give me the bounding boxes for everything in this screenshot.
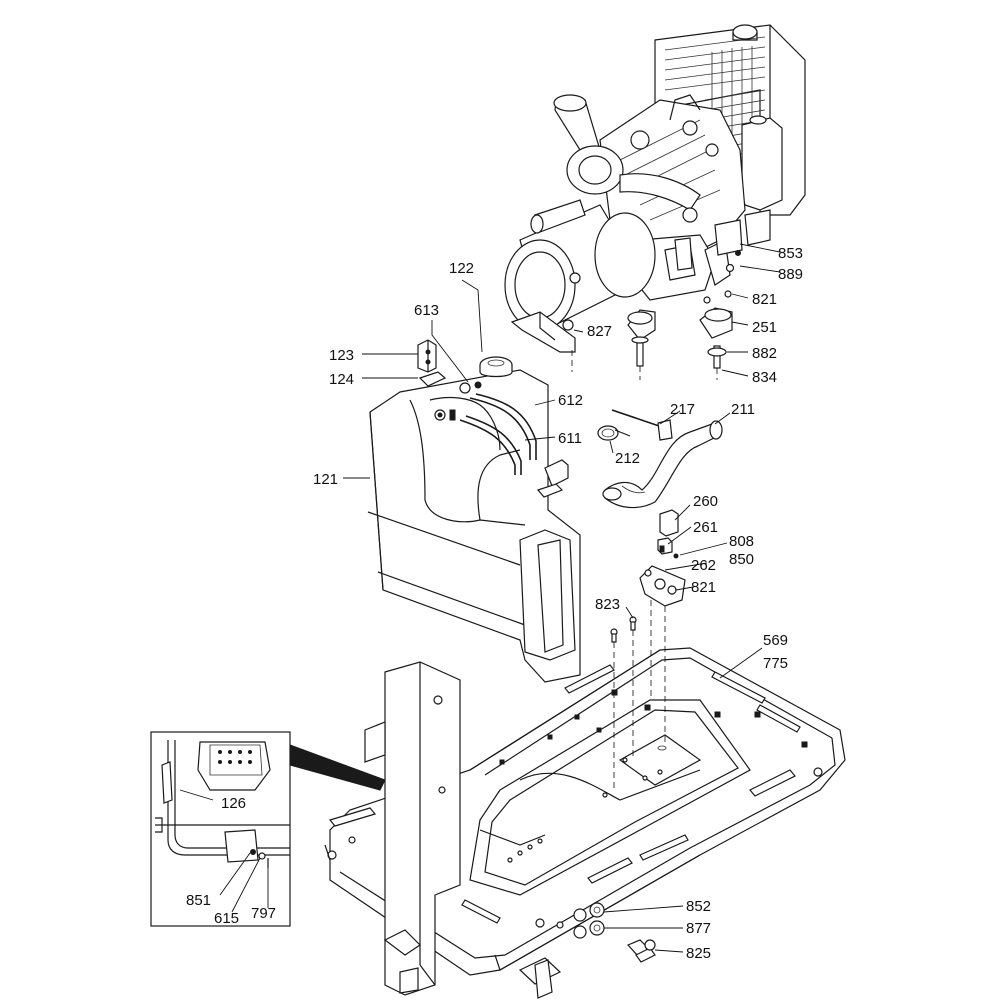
label-262: 262 (691, 557, 716, 574)
upright-bracket (364, 661, 461, 996)
label-821-relay: 821 (691, 579, 716, 596)
label-775: 775 (763, 655, 788, 672)
label-850: 850 (729, 551, 754, 568)
label-212: 212 (615, 450, 640, 467)
label-808: 808 (729, 533, 754, 550)
tank-brackets (417, 339, 569, 498)
label-853: 853 (778, 245, 803, 262)
label-217: 217 (670, 401, 695, 418)
engine-assembly (504, 24, 806, 369)
label-851: 851 (186, 892, 211, 909)
label-121: 121 (313, 471, 338, 488)
alignment-lines (571, 350, 718, 790)
fuel-tank (367, 356, 581, 683)
hose-group (597, 409, 723, 509)
relay-group (610, 509, 686, 643)
label-882: 882 (752, 345, 777, 362)
label-612: 612 (558, 392, 583, 409)
label-615: 615 (214, 910, 239, 927)
label-877: 877 (686, 920, 711, 937)
label-611: 611 (558, 430, 582, 447)
leader-lines (179, 243, 781, 953)
label-124: 124 (329, 371, 354, 388)
label-126: 126 (221, 795, 246, 812)
label-889: 889 (778, 266, 803, 283)
label-852: 852 (686, 898, 711, 915)
label-827: 827 (587, 323, 612, 340)
label-122: 122 (449, 260, 474, 277)
callout-labels: 853 889 821 251 882 834 122 613 827 123 … (186, 245, 803, 962)
label-211: 211 (731, 401, 755, 418)
label-834: 834 (752, 369, 777, 386)
label-123: 123 (329, 347, 354, 364)
label-825: 825 (686, 945, 711, 962)
inset-detail (150, 731, 386, 927)
label-823: 823 (595, 596, 620, 613)
label-569: 569 (763, 632, 788, 649)
label-261: 261 (693, 519, 718, 536)
label-821: 821 (752, 291, 777, 308)
label-251: 251 (752, 319, 777, 336)
frame-chassis (324, 647, 846, 999)
label-797: 797 (251, 905, 276, 922)
hardware-group (573, 902, 656, 963)
label-613: 613 (414, 302, 439, 319)
label-260: 260 (693, 493, 718, 510)
